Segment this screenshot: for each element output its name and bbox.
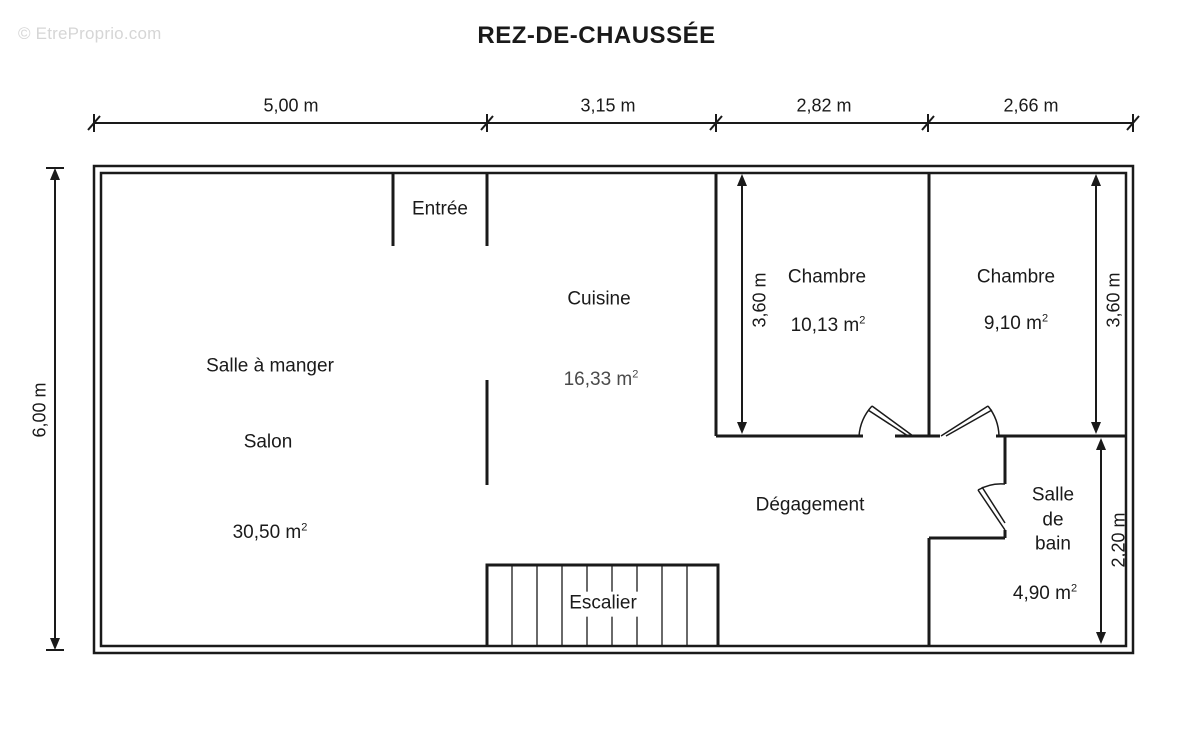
room-chambre-2-label: Chambre — [976, 266, 1056, 288]
room-cuisine-label: Cuisine — [567, 288, 631, 310]
door-salle-de-bain — [977, 483, 1006, 531]
room-entree-label: Entrée — [412, 198, 468, 220]
room-salle-de-bain-area: 4,90 m2 — [1012, 582, 1078, 604]
dim-left-height: 6,00 m — [29, 382, 50, 438]
room-chambre-1-area: 10,13 m2 — [790, 314, 866, 336]
dim-top-2: 3,15 m — [580, 95, 636, 116]
room-chambre-2-area: 9,10 m2 — [983, 312, 1049, 334]
plan-title: REZ-DE-CHAUSSÉE — [477, 22, 716, 49]
door-chambre-1 — [858, 405, 914, 437]
staircase — [485, 563, 720, 646]
dim-salle-de-bain-height: 2,20 m — [1108, 512, 1129, 568]
dim-chambre-1 — [737, 174, 747, 434]
top-dimension-line — [87, 114, 1140, 132]
dim-chambre-1-height: 3,60 m — [749, 272, 770, 328]
room-degagement-label: Dégagement — [755, 494, 865, 516]
door-chambre-2 — [940, 405, 1000, 437]
room-salle-de-bain-label-3: bain — [1035, 533, 1071, 555]
watermark: © EtreProprio.com — [18, 24, 162, 43]
room-chambre-1-label: Chambre — [787, 266, 867, 288]
room-salon-label: Salon — [243, 431, 293, 453]
dim-top-4: 2,66 m — [1003, 95, 1059, 116]
outer-walls — [92, 164, 1135, 655]
room-cuisine-area: 16,33 m2 — [563, 368, 639, 390]
room-salle-a-manger-label: Salle à manger — [206, 355, 334, 377]
room-salle-de-bain-label-1: Salle — [1031, 484, 1075, 506]
dim-top-1: 5,00 m — [263, 95, 319, 116]
interior-walls — [391, 173, 1126, 646]
room-escalier-label: Escalier — [565, 591, 641, 617]
dim-salle-de-bain — [1096, 438, 1106, 644]
dim-chambre-2 — [1091, 174, 1101, 434]
dim-top-3: 2,82 m — [796, 95, 852, 116]
room-salon-area: 30,50 m2 — [232, 521, 308, 543]
dim-chambre-2-height: 3,60 m — [1103, 272, 1124, 328]
room-salle-de-bain-label-2: de — [1042, 509, 1064, 531]
left-dimension-line — [46, 167, 64, 651]
